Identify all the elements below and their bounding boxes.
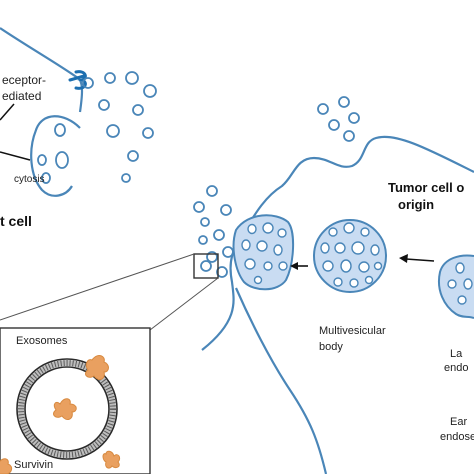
mvb-vesicles: [320, 222, 383, 288]
tumor-cell-label-line1: Tumor cell o: [388, 180, 464, 195]
arrow-mvb-to-membrane: [290, 262, 308, 270]
exosome: [193, 201, 205, 213]
released-exosomes: [193, 185, 234, 278]
multivesicular-body: [313, 219, 387, 293]
survivin-label: Survivin: [14, 459, 53, 471]
exosome: [206, 251, 218, 263]
exosome: [328, 119, 340, 131]
exosome: [98, 99, 110, 111]
exosome: [348, 112, 360, 124]
exosome: [125, 71, 139, 85]
multivesicular-label-line2: body: [319, 341, 343, 353]
free-exosomes-top: [82, 71, 157, 183]
zoom-connector: [149, 277, 219, 331]
exosome-membrane-outer: [16, 358, 118, 460]
early-endosome-label-line1: Ear: [450, 416, 467, 428]
exosome-membrane-bilayer-stripes: [18, 360, 116, 458]
early-endosome-label-line2: endose: [440, 431, 474, 443]
endocytic-pocket: [30, 115, 81, 197]
exosome: [121, 173, 131, 183]
exosome: [206, 185, 218, 197]
pointer-line: [0, 151, 31, 161]
exosome: [317, 103, 329, 115]
late-endosome-label-line2: endo: [444, 362, 468, 374]
late-endosome-vesicles: [447, 262, 473, 305]
arrow-endosome-to-mvb: [399, 254, 435, 263]
exosome: [143, 84, 157, 98]
pointer-line: [0, 103, 15, 121]
pocket-vesicle: [55, 151, 69, 169]
zoom-connector: [0, 253, 195, 321]
endocytosis-label: cytosis: [14, 174, 45, 185]
target-cell-label: t cell: [0, 213, 32, 229]
exosome: [343, 130, 355, 142]
exosome: [338, 96, 350, 108]
exosome: [142, 127, 154, 139]
receptor-icon: [68, 70, 87, 90]
receptor-label-line1: eceptor-: [2, 73, 46, 87]
exosome: [213, 229, 225, 241]
exosome: [216, 266, 228, 278]
tumor-cell-lower-membrane: [234, 287, 328, 474]
exosome: [82, 77, 94, 89]
exosome: [222, 246, 234, 258]
exosome: [200, 217, 210, 227]
zoom-source-box: [193, 253, 219, 279]
exosome: [127, 150, 139, 162]
multivesicular-label-line1: Multivesicular: [319, 325, 386, 337]
pocket-vesicle: [41, 172, 51, 184]
exosome: [104, 72, 116, 84]
tumor-cell-label-line2: origin: [398, 197, 434, 212]
exosome: [198, 235, 208, 245]
pocket-vesicle: [37, 154, 47, 166]
zoomed-exosome: [200, 260, 212, 272]
tumor-cell-membrane: [201, 135, 474, 351]
exosome-membrane-inner: [24, 366, 110, 452]
exosome: [132, 104, 144, 116]
late-endosome-label-line1: La: [450, 348, 463, 360]
pocket-vesicle: [54, 123, 66, 137]
fusing-mvb-vesicles: [241, 222, 288, 285]
exosome: [106, 124, 120, 138]
exosomes-label: Exosomes: [16, 335, 68, 347]
survivin-icon: [0, 355, 121, 474]
free-exosomes-upper-right: [317, 96, 360, 142]
exosome: [220, 204, 232, 216]
receptor-label-line2: ediated: [2, 89, 41, 103]
